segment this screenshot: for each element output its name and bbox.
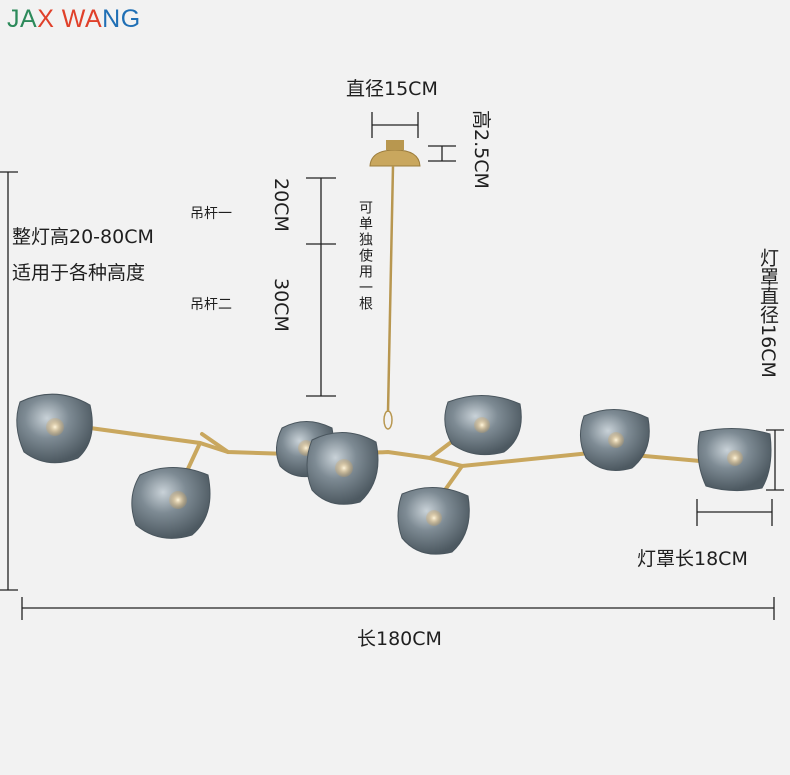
fits-heights-label: 适用于各种高度 bbox=[12, 262, 146, 284]
brand-logo: JAX WANG bbox=[7, 5, 141, 33]
glass-shade-2 bbox=[131, 467, 211, 539]
glass-shade-1 bbox=[16, 393, 93, 464]
rod-note-label: 可单独使用一根 bbox=[357, 200, 373, 312]
canopy-height-label: 高2.5CM bbox=[470, 110, 492, 189]
total-height-label: 整灯高20-80CM bbox=[12, 226, 154, 248]
rod-joint bbox=[383, 410, 393, 430]
suspension-rod bbox=[386, 165, 395, 413]
rod2-label: 吊杆二 bbox=[190, 297, 232, 313]
rod2-length-label: 30CM bbox=[270, 278, 292, 332]
glass-shade-5 bbox=[444, 394, 522, 456]
canopy bbox=[369, 140, 421, 167]
dimension-lines bbox=[0, 112, 784, 620]
glass-shade-7 bbox=[580, 408, 650, 471]
glass-shade-6 bbox=[397, 486, 470, 555]
glass-shade-8 bbox=[697, 427, 772, 492]
glass-shade-4 bbox=[306, 431, 379, 505]
rod1-label: 吊杆一 bbox=[190, 206, 232, 222]
shade-diameter-label: 灯罩直径16CM bbox=[757, 248, 779, 378]
canopy-diameter-label: 直径15CM bbox=[346, 78, 438, 100]
total-length-label: 长180CM bbox=[357, 628, 442, 650]
shade-length-label: 灯罩长18CM bbox=[637, 548, 748, 570]
rod1-length-label: 20CM bbox=[270, 178, 292, 232]
